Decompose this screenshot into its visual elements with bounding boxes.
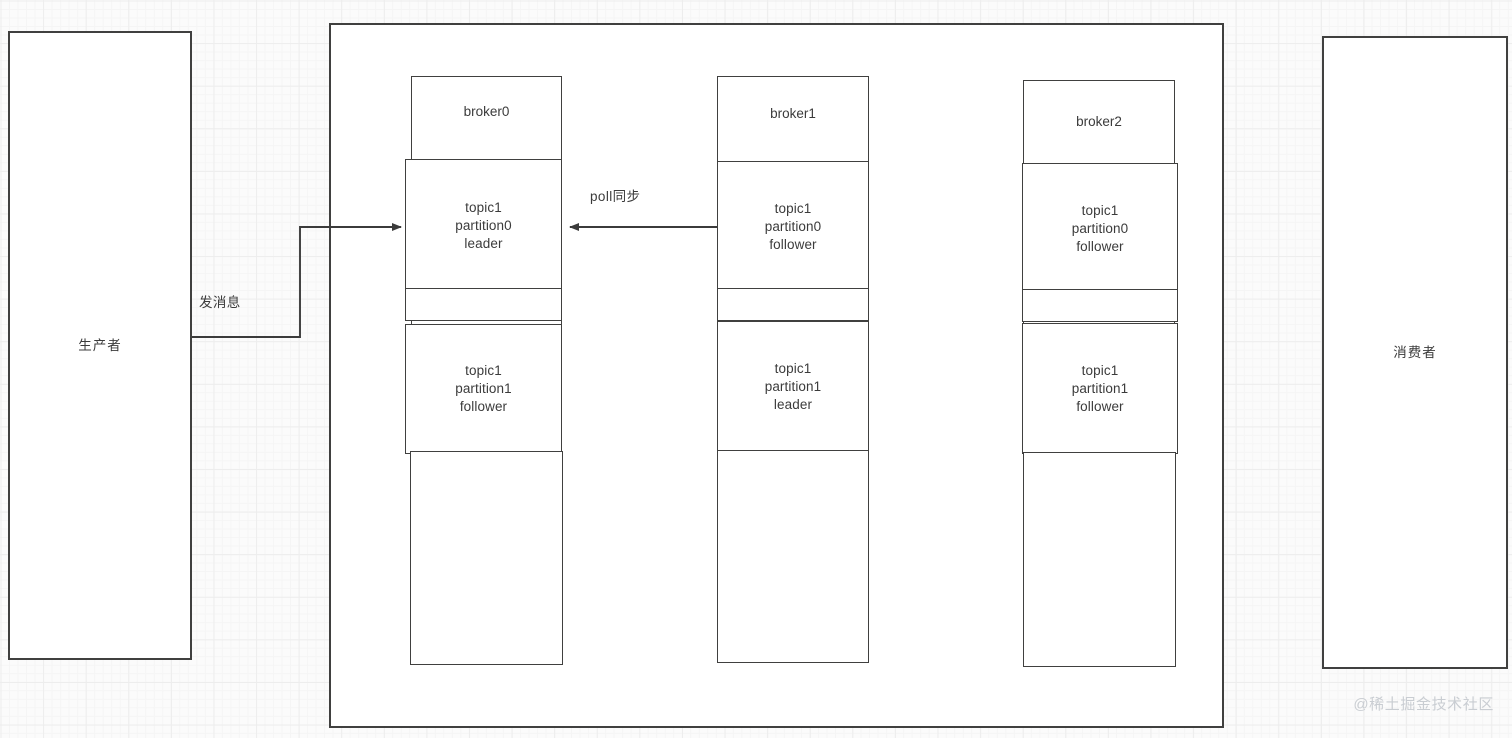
broker2-spacer-cell: [1022, 289, 1178, 322]
broker2-partition1-label: topic1 partition1 follower: [1071, 362, 1129, 414]
broker1-partition0-label: topic1 partition0 follower: [764, 200, 822, 252]
producer-box[interactable]: 生产者: [8, 31, 192, 660]
broker0-partition1-cell[interactable]: topic1 partition1 follower: [405, 324, 562, 454]
broker1-partition1-cell[interactable]: topic1 partition1 leader: [717, 321, 869, 453]
producer-label: 生产者: [78, 337, 122, 353]
broker2-partition0-label: topic1 partition0 follower: [1071, 202, 1129, 254]
poll-sync-label: poll同步: [590, 189, 641, 204]
broker0-partition0-label: topic1 partition0 leader: [455, 200, 512, 251]
broker0-partition1-label: topic1 partition1 follower: [455, 363, 512, 414]
broker0-spacer-cell: [405, 288, 562, 321]
broker2-partition1-cell[interactable]: topic1 partition1 follower: [1022, 323, 1178, 454]
consumer-box[interactable]: 消费者: [1322, 36, 1508, 669]
broker2-title: broker2: [1076, 114, 1122, 129]
broker0-title: broker0: [463, 104, 510, 119]
watermark: @稀土掘金技术社区: [1353, 696, 1494, 713]
broker0-empty-cell: [410, 451, 563, 665]
broker2-partition0-cell[interactable]: topic1 partition0 follower: [1022, 163, 1178, 294]
broker1-partition1-label: topic1 partition1 leader: [764, 361, 822, 412]
broker2-empty-cell: [1023, 452, 1176, 667]
broker1-empty-cell: [717, 450, 869, 663]
broker1-spacer-cell: [717, 288, 869, 321]
send-message-label: 发消息: [199, 295, 241, 310]
consumer-label: 消费者: [1393, 344, 1437, 360]
broker1-partition0-cell[interactable]: topic1 partition0 follower: [717, 161, 869, 292]
broker1-title: broker1: [770, 106, 816, 121]
broker0-partition0-cell[interactable]: topic1 partition0 leader: [405, 159, 562, 293]
